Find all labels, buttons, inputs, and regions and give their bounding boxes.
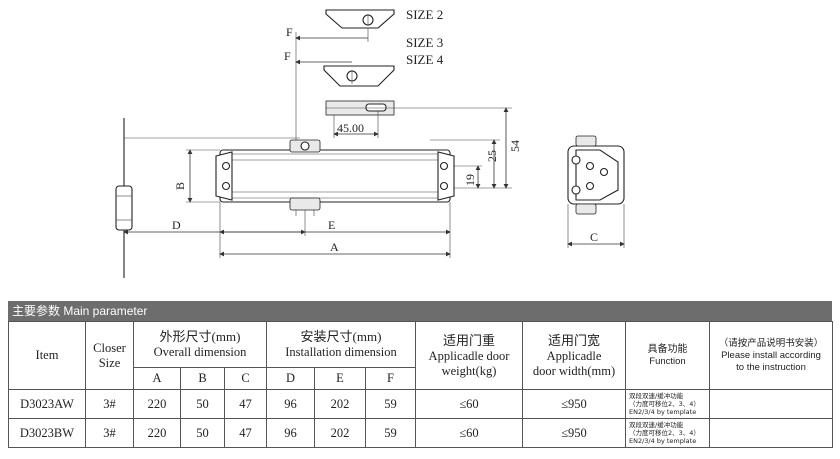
dim-54: 54: [508, 140, 522, 152]
sub-col-a: A: [133, 367, 181, 390]
e-label: E: [328, 218, 335, 232]
function-cell: 双段双速/缓冲功能 （力度可移位2、3、4） EN2/3/4 by templa…: [625, 418, 710, 448]
d-label: D: [172, 218, 181, 232]
closer-side-view: [567, 135, 625, 215]
size-3-label: SIZE 3: [406, 35, 443, 50]
b-label: B: [173, 182, 187, 190]
size-2-label: SIZE 2: [406, 7, 443, 22]
sub-col-b: B: [180, 367, 225, 390]
technical-drawing: SIZE 2 F SIZE 3 SIZE 4 F 45.00 54 25 19: [115, 7, 625, 278]
door-closer-body: [215, 139, 455, 216]
f-label-1: F: [286, 25, 293, 39]
dim-19: 19: [463, 174, 477, 186]
sub-col-c: C: [224, 367, 267, 390]
header-row-sub: A B C D E F: [9, 367, 833, 390]
main-parameter-header: 主要参数 Main parameter: [8, 301, 832, 321]
c-label: C: [590, 230, 598, 244]
bracket-size-3-4: [323, 65, 395, 87]
table-row: D3023AW 3# 220 50 47 96 202 59 ≤60 ≤950 …: [8, 389, 833, 419]
col-door-width: 适用门宽 Applicadle door width(mm): [522, 321, 626, 390]
parameter-table: Item Closer Size 外形尺寸(mm) Overall dimens…: [8, 321, 833, 448]
col-item: Item: [8, 321, 86, 390]
col-closer-size: Closer Size: [85, 321, 134, 390]
f-label-2: F: [284, 49, 291, 63]
hinge: [115, 185, 133, 231]
col-installation-dimension: 安装尺寸(mm) Installation dimension: [266, 321, 416, 368]
dim-25: 25: [485, 150, 499, 162]
sub-col-d: D: [266, 367, 315, 390]
dim-45: 45.00: [337, 121, 364, 135]
col-install-note: （请按产品说明书安装） Please install according to …: [709, 321, 833, 390]
a-label: A: [330, 240, 339, 254]
col-function: 具备功能 Function: [625, 321, 710, 390]
bracket-size-2: [325, 9, 395, 29]
col-overall-dimension: 外形尺寸(mm) Overall dimension: [133, 321, 267, 368]
arm-bracket-top-view: [325, 100, 395, 116]
table-row: D3023BW 3# 220 50 47 96 202 59 ≤60 ≤950 …: [8, 418, 833, 448]
sub-col-f: F: [365, 367, 416, 390]
sub-col-e: E: [314, 367, 366, 390]
function-cell: 双段双速/缓冲功能 （力度可移位2、3、4） EN2/3/4 by templa…: [625, 389, 710, 419]
header-row-top: Item Closer Size 外形尺寸(mm) Overall dimens…: [8, 321, 833, 390]
size-4-label: SIZE 4: [406, 52, 444, 67]
col-door-weight: 适用门重 Applicadle door weight(kg): [415, 321, 523, 390]
